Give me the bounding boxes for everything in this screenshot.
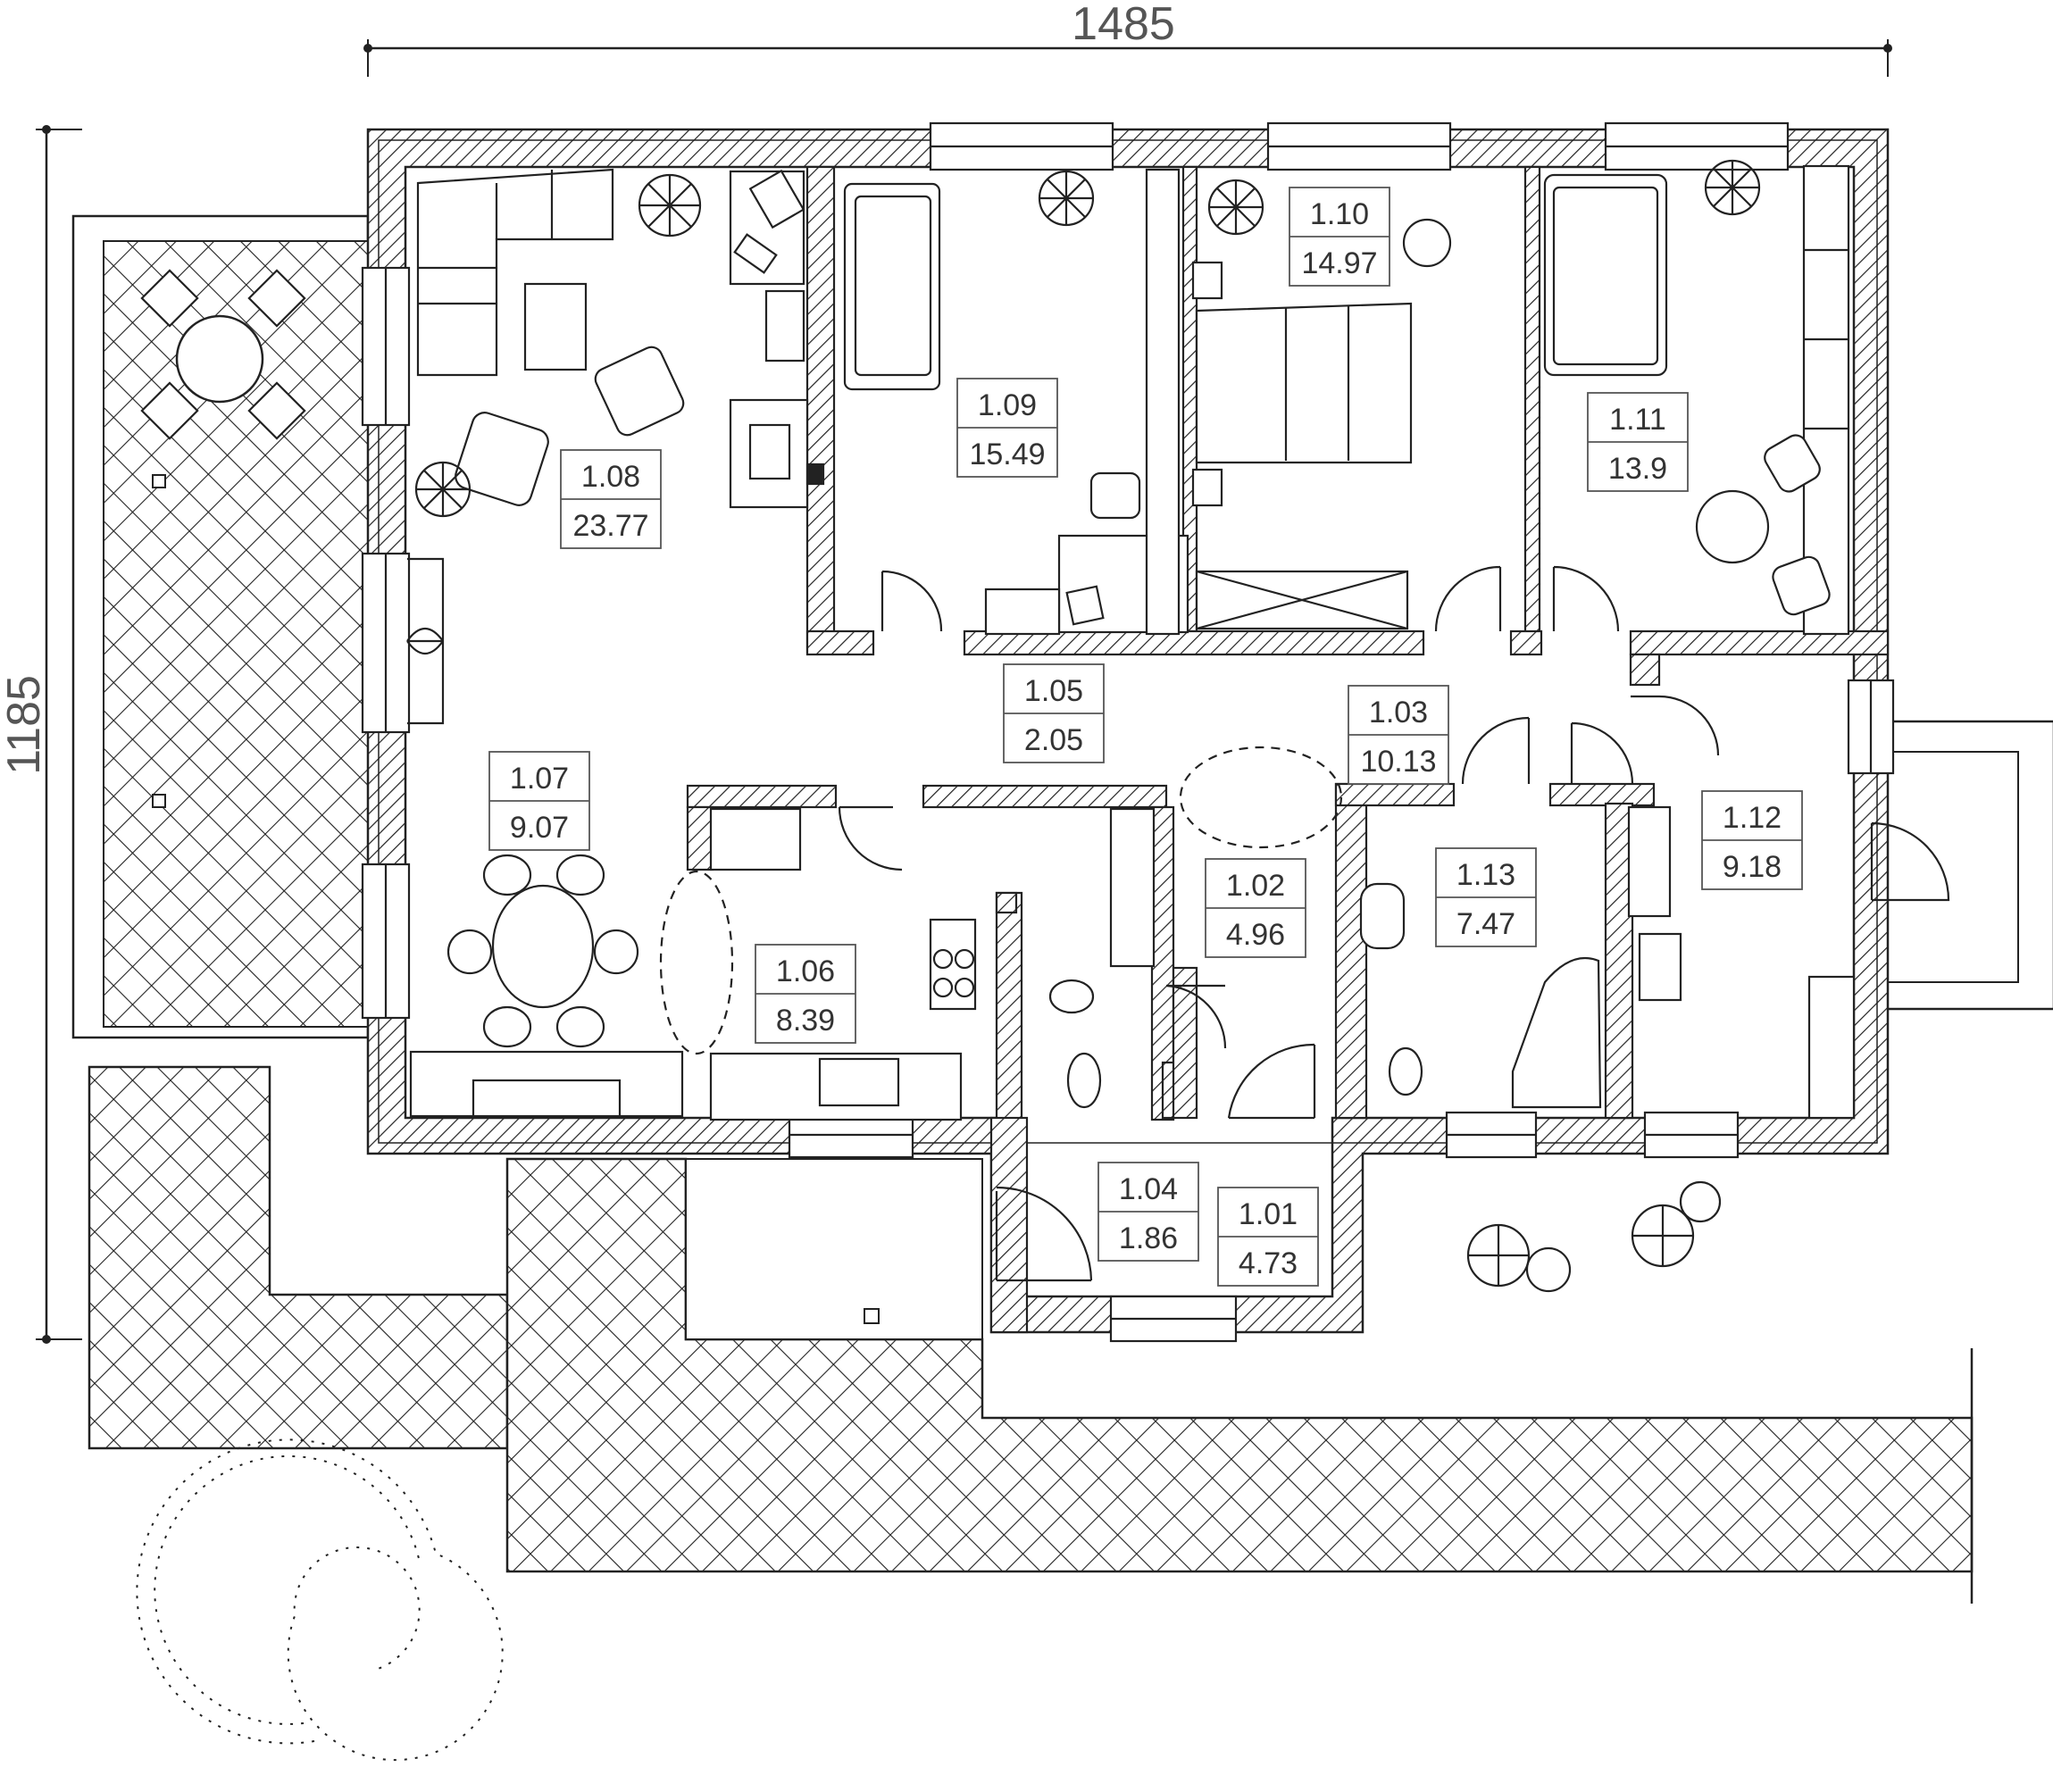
driveway-south <box>505 1157 1974 1604</box>
window-south-3 <box>1445 1111 1538 1159</box>
terrace-west <box>71 214 370 1039</box>
plant-symbol <box>1466 1223 1572 1293</box>
room-area: 9.07 <box>510 811 569 845</box>
room-label: 1.12 9.18 <box>1701 790 1803 890</box>
window-west-1 <box>361 266 411 427</box>
room-area: 8.39 <box>776 1004 835 1038</box>
room-number: 1.08 <box>581 460 640 494</box>
window-east-1 <box>1847 679 1895 775</box>
room-label: 1.05 2.05 <box>1003 663 1105 763</box>
room-area: 14.97 <box>1301 246 1377 280</box>
room-number: 1.09 <box>978 388 1037 422</box>
room-label: 1.07 9.07 <box>488 751 590 851</box>
room-area: 13.9 <box>1608 452 1667 486</box>
room-number: 1.05 <box>1024 674 1083 708</box>
room-number: 1.04 <box>1119 1172 1178 1206</box>
room-number: 1.13 <box>1456 858 1515 892</box>
plants <box>414 159 1761 1293</box>
garden-spiral <box>136 1438 504 1762</box>
room-area: 10.13 <box>1360 745 1436 779</box>
window-west-2 <box>361 552 411 734</box>
room-labels: 1.01 4.73 1.02 4.96 1.03 10.13 1.04 1.86 1.05 2.0… <box>488 187 1803 1287</box>
interior-walls <box>686 165 1890 1334</box>
room-number: 1.12 <box>1723 801 1782 835</box>
dimension-height-label: 1185 <box>0 675 50 775</box>
room-number: 1.03 <box>1369 696 1428 729</box>
east-porch <box>1882 720 2053 1011</box>
room-number: 1.10 <box>1310 197 1369 231</box>
room-area: 9.18 <box>1723 850 1782 884</box>
room-label: 1.11 13.9 <box>1587 392 1689 492</box>
room-number: 1.02 <box>1226 869 1285 903</box>
room-number: 1.11 <box>1609 403 1666 437</box>
room-area: 7.47 <box>1456 907 1515 941</box>
room-label: 1.08 23.77 <box>560 449 662 549</box>
plant-symbol <box>1207 179 1264 236</box>
room-number: 1.06 <box>776 954 835 988</box>
dimension-width-label: 1485 <box>1072 0 1175 50</box>
window-south-4 <box>1643 1111 1740 1159</box>
window-south-2 <box>1109 1295 1238 1343</box>
openings <box>659 746 1343 1055</box>
window-west-3 <box>361 863 411 1020</box>
room-area: 4.96 <box>1226 918 1285 952</box>
room-area: 1.86 <box>1119 1221 1178 1255</box>
room-label: 1.10 14.97 <box>1289 187 1390 287</box>
room-label: 1.09 15.49 <box>956 378 1058 478</box>
room-area: 4.73 <box>1239 1246 1298 1280</box>
plant-symbol <box>414 461 472 518</box>
room-label: 1.03 10.13 <box>1348 685 1449 785</box>
room-number: 1.01 <box>1239 1197 1298 1231</box>
plant-symbol <box>1631 1180 1722 1268</box>
window-north-3 <box>1604 121 1790 171</box>
room-label: 1.04 1.86 <box>1097 1162 1199 1262</box>
plant-symbol <box>638 173 702 238</box>
room-label: 1.13 7.47 <box>1435 847 1537 947</box>
room-area: 2.05 <box>1024 723 1083 757</box>
dimension-width: 1485 <box>363 0 1892 77</box>
dimension-height: 1185 <box>0 125 82 1344</box>
room-label: 1.02 4.96 <box>1205 858 1306 958</box>
doors <box>406 557 1950 1282</box>
room-area: 23.77 <box>572 509 648 543</box>
room-area: 15.49 <box>969 438 1045 471</box>
room-number: 1.07 <box>510 762 569 796</box>
room-label: 1.06 8.39 <box>755 944 856 1044</box>
plant-symbol <box>1704 159 1761 216</box>
room-label: 1.01 4.73 <box>1217 1187 1319 1287</box>
window-north-1 <box>929 121 1114 171</box>
furniture <box>409 164 1856 1121</box>
windows <box>361 121 1895 1343</box>
plant-symbol <box>1038 170 1095 227</box>
window-north-2 <box>1266 121 1452 171</box>
